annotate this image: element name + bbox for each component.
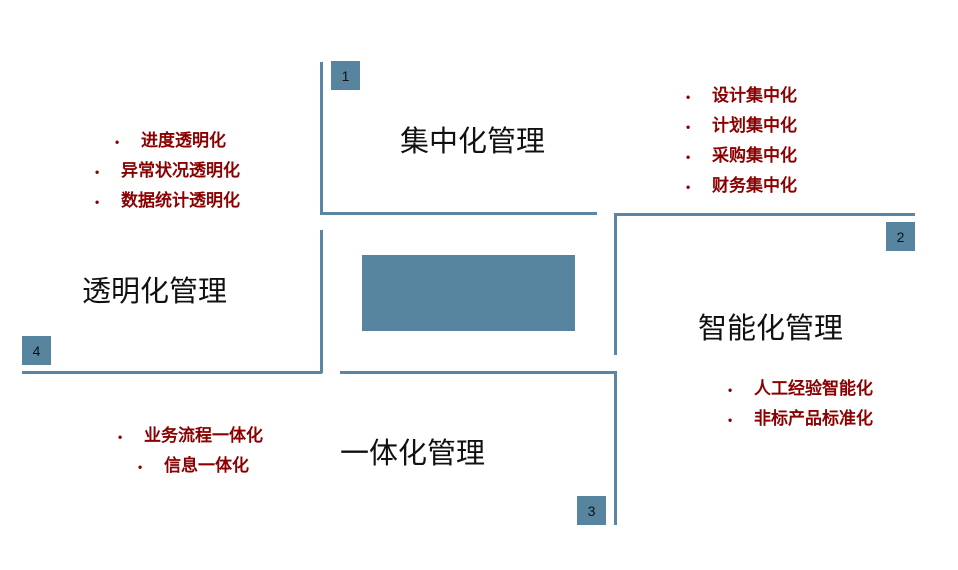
divider-line [340, 371, 617, 374]
divider-line [614, 371, 617, 525]
divider-line [320, 212, 597, 215]
bullet-icon: • [728, 383, 733, 397]
item-text: 人工经验智能化 [754, 379, 873, 398]
item-text: 进度透明化 [141, 131, 226, 150]
quadrant-title-3: 一体化管理 [340, 436, 486, 470]
quadrant-title-4: 透明化管理 [82, 274, 228, 308]
list-item: • 数据统计透明化 [95, 186, 240, 216]
item-text: 财务集中化 [712, 176, 797, 195]
quadrant-title-2: 智能化管理 [698, 311, 844, 345]
list-item: • 进度透明化 [95, 126, 240, 156]
divider-line [22, 371, 322, 374]
divider-line [614, 213, 915, 216]
list-item: • 业务流程一体化 [118, 421, 263, 451]
center-block [362, 255, 575, 331]
item-text: 设计集中化 [712, 86, 797, 105]
quadrant-title-1: 集中化管理 [400, 124, 546, 158]
bullet-icon: • [728, 413, 733, 427]
list-item: • 设计集中化 [686, 81, 797, 111]
divider-line [320, 230, 323, 373]
quadrant-4-items: •进度透明化 •异常状况透明化 •数据统计透明化 [95, 126, 240, 216]
list-item: • 人工经验智能化 [728, 374, 873, 404]
divider-line [614, 213, 617, 355]
quadrant-2-items: • 人工经验智能化 • 非标产品标准化 [728, 374, 873, 434]
bullet-icon: • [686, 180, 691, 194]
item-text: 非标产品标准化 [754, 409, 873, 428]
item-text: 计划集中化 [712, 116, 797, 135]
bullet-icon: • [95, 195, 100, 209]
divider-line [320, 62, 323, 214]
bullet-icon: • [95, 165, 100, 179]
bullet-icon: • [686, 90, 691, 104]
quadrant-number-3: 3 [577, 496, 606, 525]
list-item: • 采购集中化 [686, 141, 797, 171]
bullet-icon: • [686, 150, 691, 164]
quadrant-number-2: 2 [886, 222, 915, 251]
list-item: • 非标产品标准化 [728, 404, 873, 434]
quadrant-number-4: 4 [22, 336, 51, 365]
quadrant-3-items: • 业务流程一体化 • 信息一体化 [118, 421, 263, 481]
item-text: 采购集中化 [712, 146, 797, 165]
item-text: 异常状况透明化 [121, 161, 240, 180]
quadrant-number-1: 1 [331, 61, 360, 90]
bullet-icon: • [118, 430, 123, 444]
bullet-icon: • [138, 460, 143, 474]
bullet-icon: • [115, 135, 120, 149]
item-text: 数据统计透明化 [121, 191, 240, 210]
list-item: • 信息一体化 [118, 451, 263, 481]
quadrant-1-items: • 设计集中化 • 计划集中化 • 采购集中化 • 财务集中化 [686, 81, 797, 201]
bullet-icon: • [686, 120, 691, 134]
list-item: • 异常状况透明化 [95, 156, 240, 186]
item-text: 信息一体化 [164, 456, 249, 475]
list-item: • 计划集中化 [686, 111, 797, 141]
list-item: • 财务集中化 [686, 171, 797, 201]
item-text: 业务流程一体化 [144, 426, 263, 445]
